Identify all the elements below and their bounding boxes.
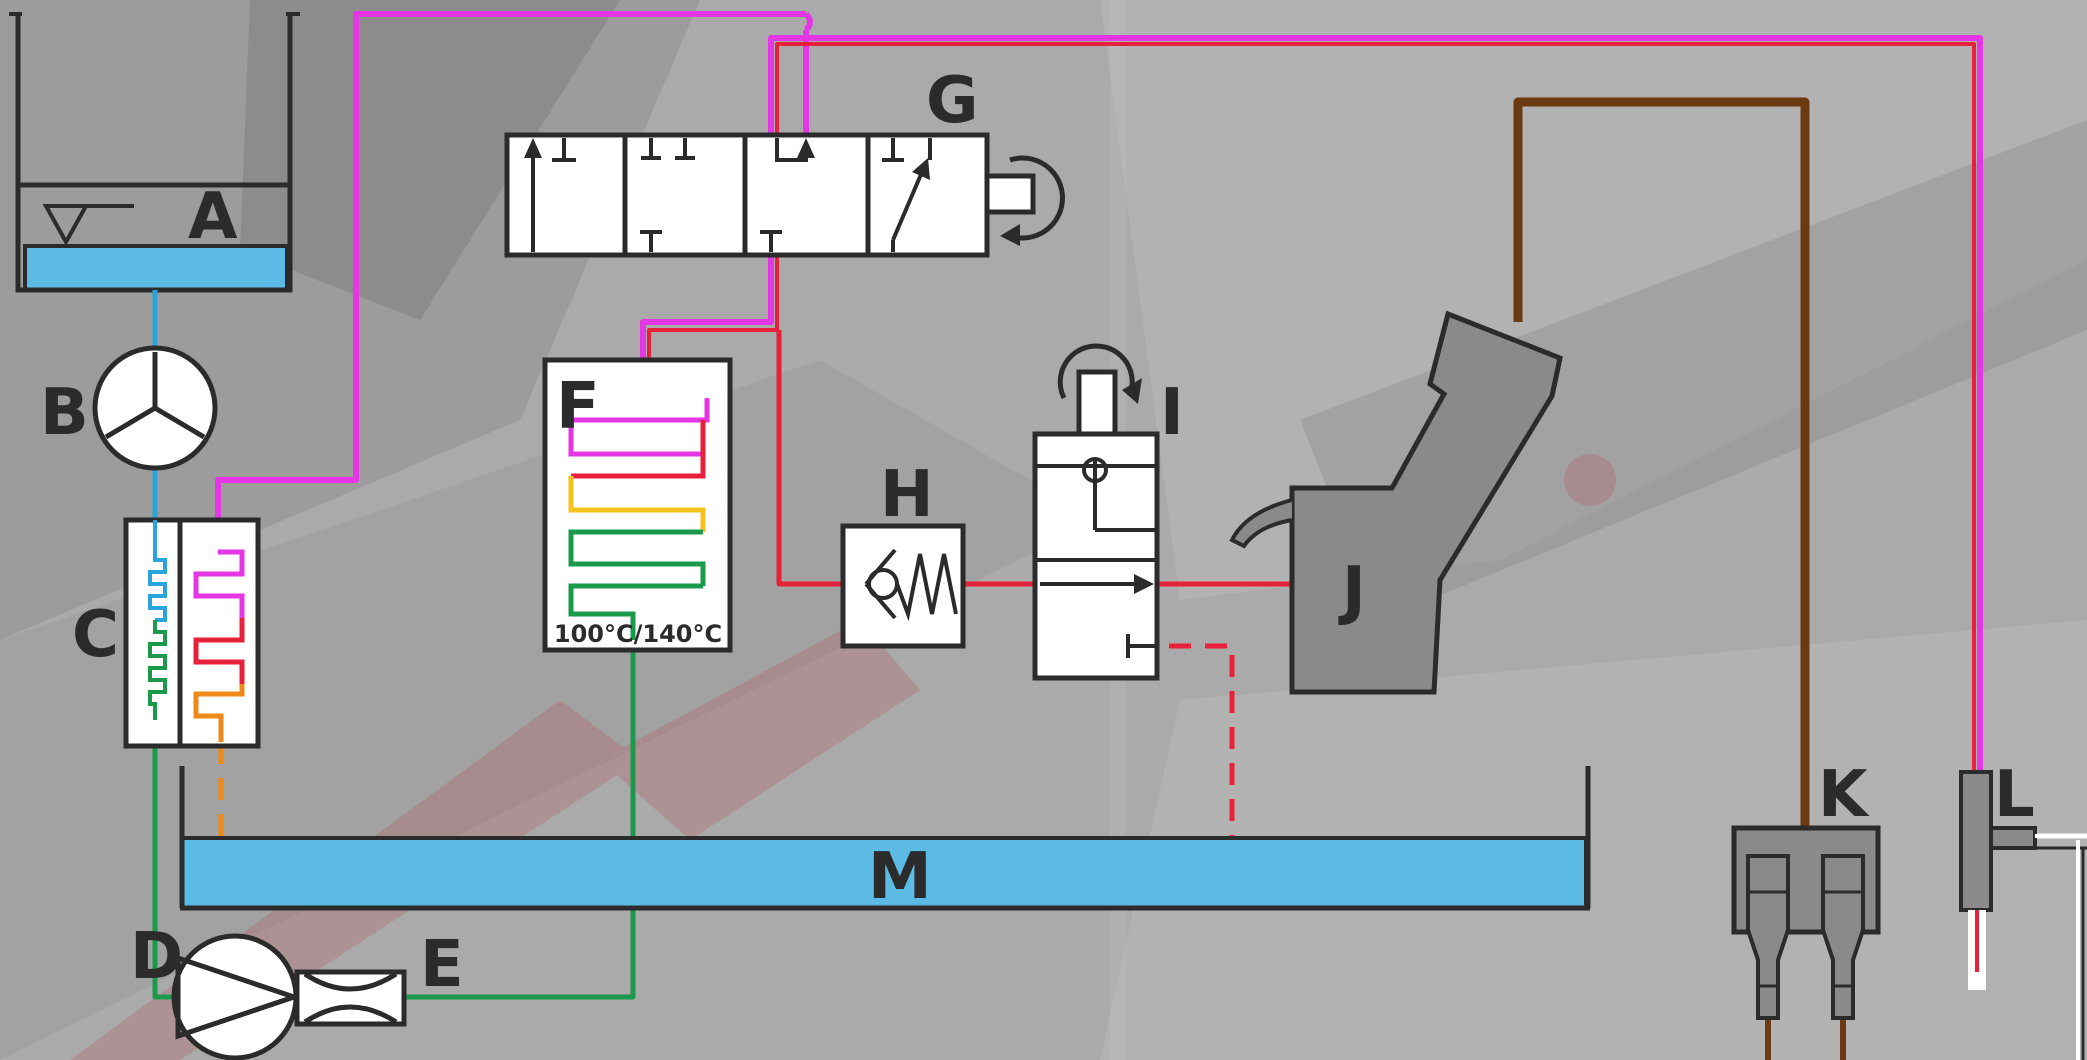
- label-m: M: [868, 840, 932, 914]
- pipes: [152, 11, 2087, 1060]
- valve-g: [504, 132, 1065, 258]
- heat-exchanger-c: [123, 517, 261, 749]
- connector-k: [1731, 825, 1881, 1020]
- label-e: E: [420, 928, 464, 1002]
- label-i: I: [1160, 376, 1184, 450]
- label-d: D: [130, 920, 183, 994]
- component-labels: A B C D E F G H I J K L M: [40, 64, 2035, 1002]
- label-f: F: [556, 370, 600, 444]
- heater-temperature-label: 100°C/140°C: [554, 620, 722, 648]
- label-j: J: [1338, 554, 1366, 628]
- label-k: K: [1818, 758, 1870, 832]
- fan-b: [92, 345, 218, 471]
- heater-f: 100°C/140°C: [542, 357, 733, 653]
- label-l: L: [1994, 758, 2035, 832]
- valve-i: [1032, 343, 1160, 681]
- label-a: A: [188, 180, 238, 254]
- label-c: C: [72, 598, 119, 672]
- sensor-l: [1959, 770, 2087, 1060]
- reservoir-m: [179, 766, 1591, 911]
- label-h: H: [880, 458, 934, 532]
- pump-d: [171, 933, 302, 1060]
- label-g: G: [926, 64, 979, 138]
- tank-a-water: [23, 244, 289, 292]
- water-level-symbol: [42, 204, 134, 247]
- label-b: B: [40, 376, 89, 450]
- applicator-j: [1229, 310, 1563, 695]
- restrictor-e: [294, 969, 407, 1027]
- check-valve-h: [840, 523, 966, 649]
